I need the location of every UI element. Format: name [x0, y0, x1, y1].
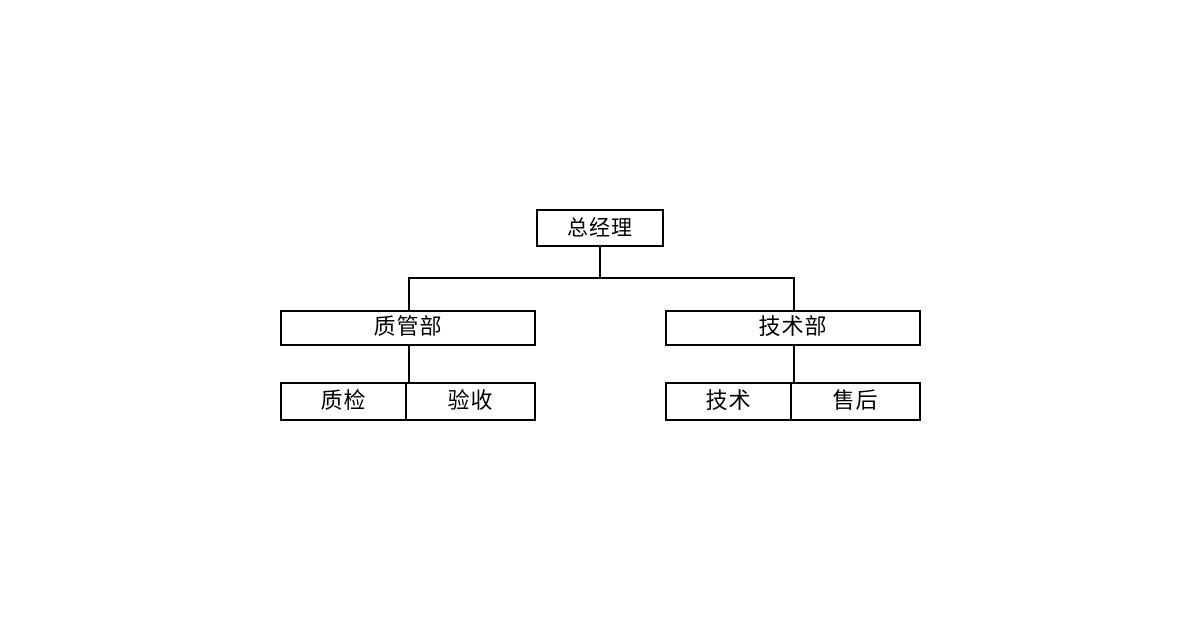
node-general-manager[interactable]: 总经理: [536, 209, 664, 247]
node-quality-department-label: 质管部: [373, 315, 443, 340]
node-quality-inspection-label: 质检: [320, 388, 367, 414]
node-technical-team[interactable]: 技术: [667, 384, 791, 419]
node-technical-department-label: 技术部: [758, 315, 828, 340]
node-after-sales-team-label: 售后: [832, 388, 879, 414]
node-quality-acceptance-label: 验收: [447, 388, 494, 414]
node-group-quality-teams: 质检 验收: [280, 382, 536, 421]
node-quality-department[interactable]: 质管部: [280, 310, 536, 346]
divider-quality-teams: [405, 384, 408, 419]
node-technical-department[interactable]: 技术部: [665, 310, 921, 346]
connector-stem-quality-teams: [408, 346, 410, 382]
connector-stem-technical-teams: [793, 346, 795, 382]
connector-root-stem: [599, 247, 601, 278]
connector-horizontal-bus: [408, 277, 795, 279]
node-general-manager-label: 总经理: [567, 215, 633, 240]
divider-technical-teams: [790, 384, 793, 419]
node-group-technical-teams: 技术 售后: [665, 382, 921, 421]
node-technical-team-label: 技术: [705, 388, 752, 414]
connector-drop-technical-dept: [793, 277, 795, 310]
node-after-sales-team[interactable]: 售后: [792, 384, 919, 419]
node-quality-inspection[interactable]: 质检: [282, 384, 406, 419]
connector-drop-quality-dept: [408, 277, 410, 310]
node-quality-acceptance[interactable]: 验收: [407, 384, 534, 419]
